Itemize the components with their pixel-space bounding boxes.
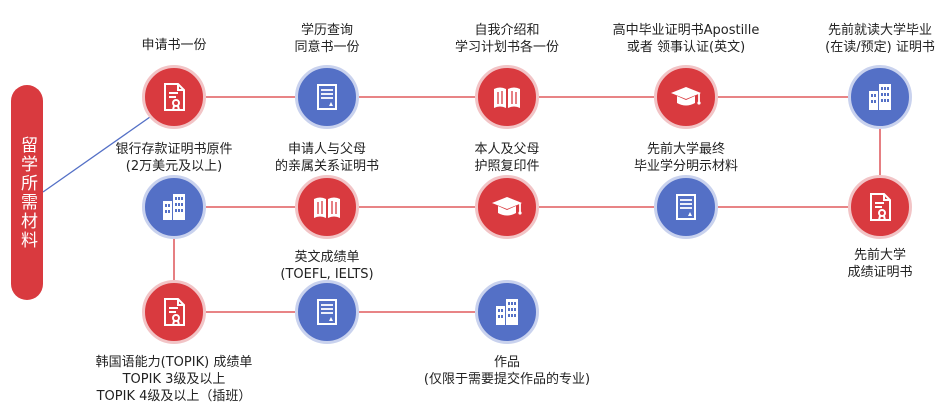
node-education-inquiry: [295, 65, 359, 129]
node-portfolio: [475, 280, 539, 344]
node-family-relation: [295, 175, 359, 239]
label-credit-statement: 先前大学最终 毕业学分明示材料: [633, 142, 739, 174]
document-icon: [676, 194, 696, 220]
document-icon: [317, 299, 337, 325]
label-highschool-diploma: 高中毕业证明书Apostille 或者 领事认证(英文): [612, 23, 760, 55]
building-icon: [496, 299, 518, 325]
node-bank-deposit: [142, 175, 206, 239]
label-university-transcript: 先前大学 成绩证明书: [847, 248, 913, 280]
node-topik: [142, 280, 206, 344]
document-icon: [317, 84, 337, 110]
node-passport-copy: [475, 175, 539, 239]
label-university-graduation: 先前就读大学毕业 (在读/预定) 证明书: [825, 23, 935, 55]
label-family-relation: 申请人与父母 的亲属关系证明书: [274, 142, 380, 174]
building-icon: [869, 84, 891, 110]
node-credit-statement: [654, 175, 718, 239]
certificate-icon: [164, 83, 185, 111]
label-bank-deposit: 银行存款证明书原件 (2万美元及以上): [115, 142, 233, 174]
label-education-inquiry: 学历查询 同意书一份: [294, 23, 360, 55]
graduation-cap-icon: [492, 197, 522, 216]
node-study-plan: [475, 65, 539, 129]
node-university-graduation: [848, 65, 912, 129]
node-application: [142, 65, 206, 129]
label-study-plan: 自我介绍和 学习计划书各一份: [454, 23, 560, 55]
label-topik: 韩国语能力(TOPIK) 成绩单 TOPIK 3级及以上 TOPIK 4级及以上…: [95, 355, 253, 404]
certificate-icon: [164, 298, 185, 326]
certificate-icon: [870, 193, 891, 221]
connector-title: [42, 116, 151, 193]
label-passport-copy: 本人及父母 护照复印件: [474, 142, 540, 174]
node-highschool-diploma: [654, 65, 718, 129]
book-icon: [494, 87, 520, 108]
building-icon: [163, 194, 185, 220]
node-english-score: [295, 280, 359, 344]
graduation-cap-icon: [671, 87, 701, 106]
label-application: 申请书一份: [141, 38, 207, 53]
book-icon: [314, 197, 340, 218]
title-pill: 留学所需材料: [11, 85, 43, 300]
node-university-transcript: [848, 175, 912, 239]
label-english-score: 英文成绩单 (TOEFL, IELTS): [280, 250, 374, 282]
label-portfolio: 作品 (仅限于需要提交作品的专业): [423, 355, 591, 387]
